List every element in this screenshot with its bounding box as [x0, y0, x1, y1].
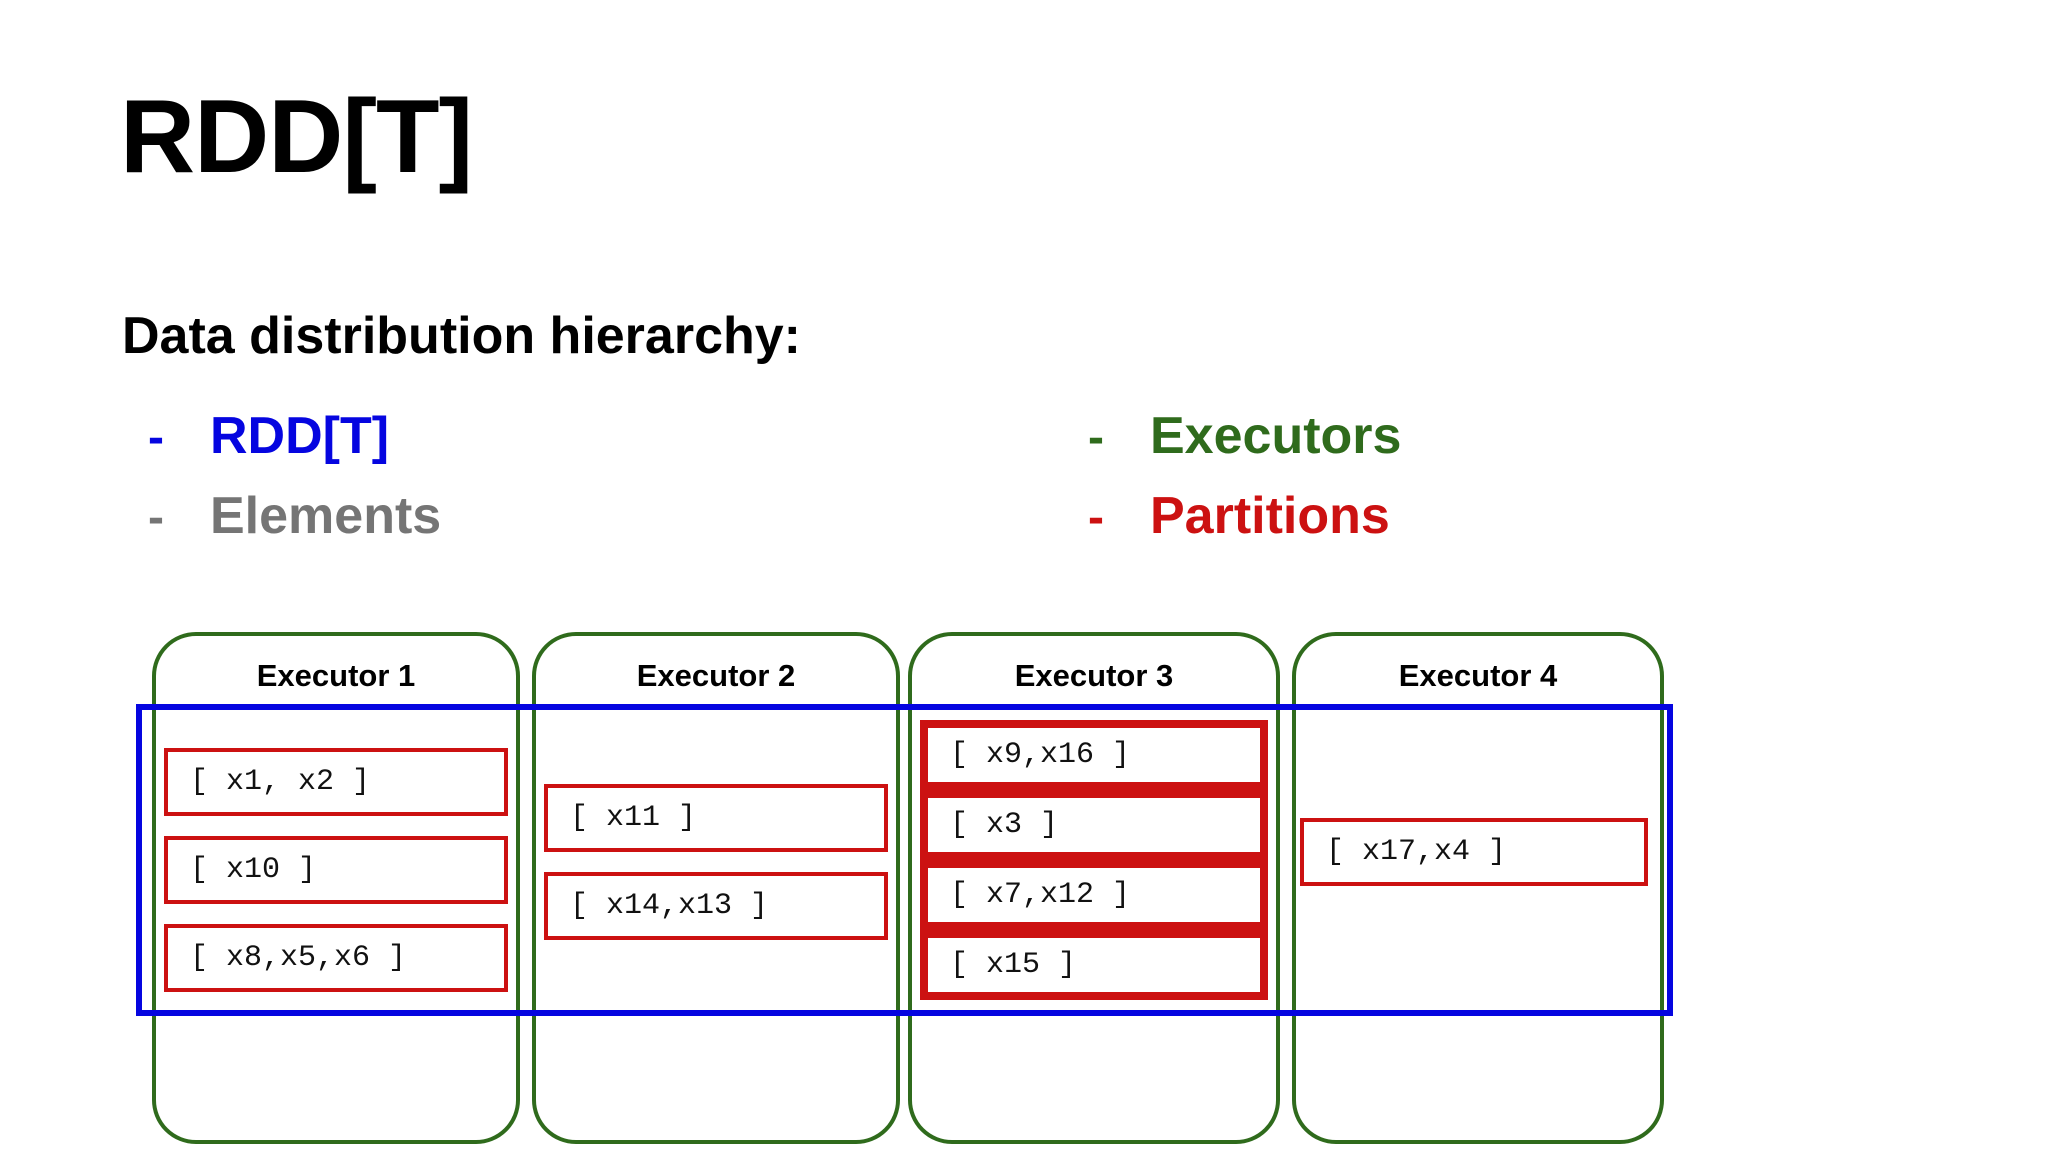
bullet-dash-icon: -	[1088, 411, 1104, 464]
partition-box: [ x8,x5,x6 ]	[164, 924, 508, 992]
rdd-boundary-box	[136, 704, 1673, 1016]
partition-box: [ x1, x2 ]	[164, 748, 508, 816]
executor-label-4: Executor 4	[1398, 658, 1558, 693]
partition-box: [ x7,x12 ]	[920, 860, 1268, 930]
legend-item-partitions: - Partitions	[1088, 490, 1401, 570]
page-title: RDD[T]	[120, 79, 473, 195]
partition-box: [ x17,x4 ]	[1300, 818, 1648, 886]
bullet-dash-icon: -	[148, 411, 164, 464]
legend-label-executors: Executors	[1150, 407, 1402, 465]
legend-label-rdd: RDD[T]	[210, 407, 390, 465]
legend-left-column: - RDD[T] - Elements	[148, 410, 441, 570]
partition-box: [ x14,x13 ]	[544, 872, 888, 940]
bullet-dash-icon: -	[1088, 491, 1104, 544]
legend-right-column: - Executors - Partitions	[1088, 410, 1401, 570]
partition-box: [ x10 ]	[164, 836, 508, 904]
executor-label-3: Executor 3	[1014, 658, 1174, 693]
legend-item-executors: - Executors	[1088, 410, 1401, 490]
partition-box: [ x9,x16 ]	[920, 720, 1268, 790]
legend-label-partitions: Partitions	[1150, 487, 1390, 545]
executor-container-2: Executor 2	[532, 632, 900, 1144]
executor-container-3: Executor 3	[908, 632, 1280, 1144]
executor-container-4: Executor 4	[1292, 632, 1664, 1144]
legend-item-rdd: - RDD[T]	[148, 410, 441, 490]
partition-box: [ x15 ]	[920, 930, 1268, 1000]
legend-item-elements: - Elements	[148, 490, 441, 570]
section-subheading: Data distribution hierarchy:	[122, 307, 801, 365]
data-distribution-diagram: Executor 1 Executor 2 Executor 3 Executo…	[0, 620, 2048, 1152]
partition-box: [ x3 ]	[920, 790, 1268, 860]
executor-label-2: Executor 2	[636, 658, 796, 693]
legend-label-elements: Elements	[210, 487, 442, 545]
partition-box: [ x11 ]	[544, 784, 888, 852]
executor-container-1: Executor 1	[152, 632, 520, 1144]
bullet-dash-icon: -	[148, 491, 164, 544]
executor-label-1: Executor 1	[256, 658, 416, 693]
